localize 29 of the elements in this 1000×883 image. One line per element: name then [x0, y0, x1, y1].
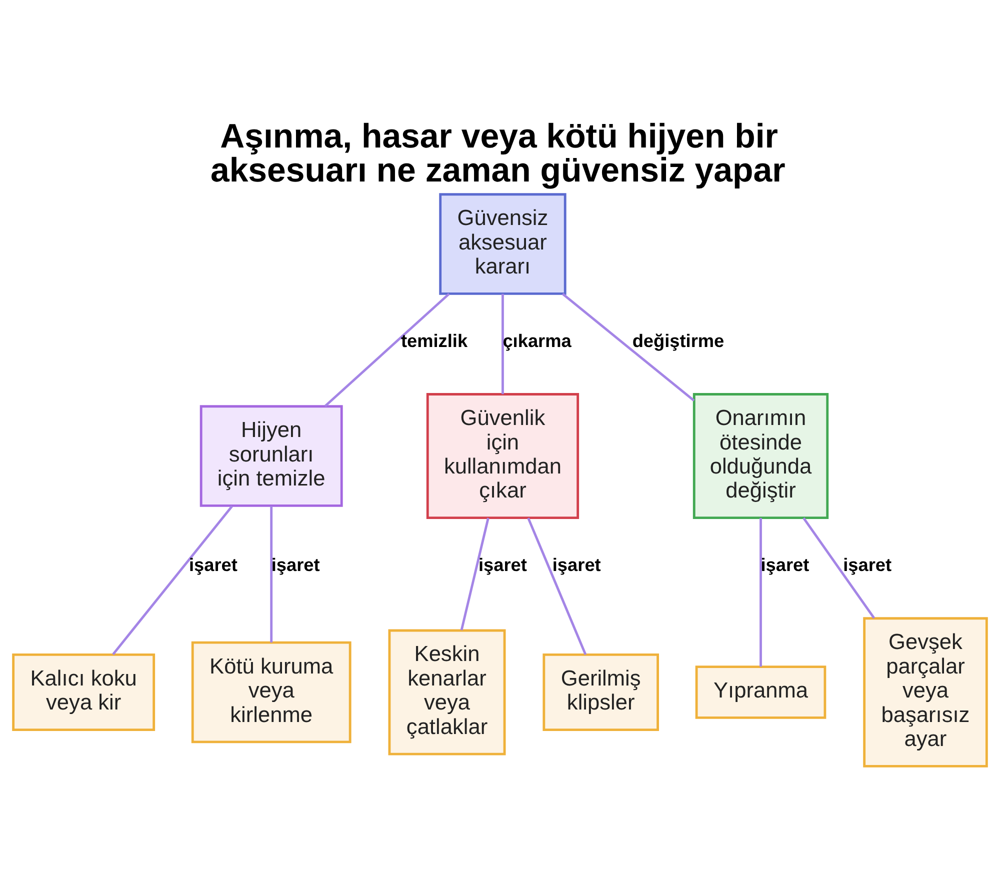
connector — [270, 506, 273, 642]
edge-label: işaret — [552, 555, 601, 576]
edge-label: işaret — [478, 555, 527, 576]
edge-label: çıkarma — [502, 331, 572, 352]
node-box: Kötü kuruma veya kirlenme — [191, 641, 352, 744]
edge-label: işaret — [843, 555, 892, 576]
node-box: Gerilmiş klipsler — [542, 654, 659, 732]
connector — [562, 292, 695, 402]
edge-label: işaret — [188, 555, 238, 576]
node-box: Onarımın ötesinde olduğunda değiştir — [692, 393, 829, 520]
connector — [324, 292, 450, 408]
node-box: Kalıcı koku veya kir — [12, 654, 156, 732]
connector — [802, 517, 876, 619]
edge-label: işaret — [760, 555, 810, 576]
diagram-title: Aşınma, hasar veya kötü hijyen bir aksesuarı ne zaman güvensiz yapar — [210, 118, 786, 190]
node-box: Güvensiz aksesuar kararı — [439, 193, 566, 295]
node-box: Yıpranma — [695, 666, 826, 719]
node-box: Güvenlik için kullanımdan çıkar — [426, 393, 580, 520]
connector — [502, 294, 504, 394]
node-box: Gevşek parçalar veya başarısız ayar — [863, 617, 988, 768]
node-box: Hijyen sorunları için temizle — [200, 405, 343, 507]
edge-label: temizlik — [400, 331, 468, 352]
node-box: Keskin kenarlar veya çatlaklar — [388, 629, 506, 756]
connector — [760, 518, 762, 667]
edge-label: işaret — [271, 555, 320, 576]
connector — [527, 518, 587, 656]
connector — [112, 506, 233, 656]
edge-label: değiştirme — [632, 331, 724, 352]
connector — [460, 518, 490, 630]
